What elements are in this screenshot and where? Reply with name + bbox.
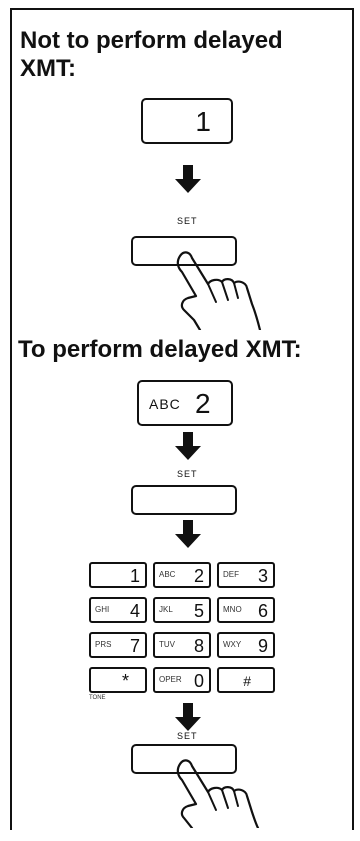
key-letters: GHI <box>95 605 110 614</box>
key-digit: 0 <box>193 671 204 691</box>
key-letters: TUV <box>159 640 175 649</box>
down-arrow-icon <box>175 520 201 548</box>
display-window-2: ABC 2 <box>137 380 233 426</box>
key-1[interactable]: 1 <box>89 562 147 588</box>
set-button-2[interactable] <box>131 485 237 515</box>
key-digit: 3 <box>257 566 268 586</box>
section1-title-line2: XMT: <box>20 55 76 82</box>
key-6[interactable]: MNO 6 <box>217 597 275 623</box>
key-star[interactable]: * <box>89 667 147 693</box>
set-label: SET <box>177 731 198 741</box>
key-letters: PRS <box>95 640 112 649</box>
key-letters: ABC <box>159 570 176 579</box>
display-value: 1 <box>195 106 211 137</box>
key-digit: * <box>121 671 129 691</box>
key-7[interactable]: PRS 7 <box>89 632 147 658</box>
key-digit: 5 <box>193 601 204 621</box>
key-digit: 7 <box>129 636 140 656</box>
pointing-hand-icon <box>176 251 262 330</box>
key-2[interactable]: ABC 2 <box>153 562 211 588</box>
display-window-1: 1 <box>141 98 233 144</box>
page-frame <box>10 8 354 830</box>
tone-label: TONE <box>89 695 106 701</box>
key-digit: 9 <box>257 636 268 656</box>
key-letters: JKL <box>159 605 173 614</box>
key-digit: 6 <box>257 601 268 621</box>
set-button-3[interactable] <box>131 744 237 774</box>
pointing-hand-icon <box>176 759 260 828</box>
key-0[interactable]: OPER 0 <box>153 667 211 693</box>
key-letters: WXY <box>223 640 242 649</box>
down-arrow-icon <box>175 165 201 193</box>
key-5[interactable]: JKL 5 <box>153 597 211 623</box>
down-arrow-icon <box>175 432 201 460</box>
display-letters: ABC <box>149 396 181 412</box>
key-letters: MNO <box>223 605 242 614</box>
key-8[interactable]: TUV 8 <box>153 632 211 658</box>
key-digit: 4 <box>129 601 140 621</box>
set-label: SET <box>177 469 198 479</box>
key-letters: OPER <box>159 675 182 684</box>
key-digit: 1 <box>129 566 140 586</box>
section1-title-line1: Not to perform delayed <box>20 27 283 54</box>
key-digit: 8 <box>193 636 204 656</box>
key-3[interactable]: DEF 3 <box>217 562 275 588</box>
key-4[interactable]: GHI 4 <box>89 597 147 623</box>
key-9[interactable]: WXY 9 <box>217 632 275 658</box>
down-arrow-icon <box>175 703 201 731</box>
key-digit: # <box>243 673 251 689</box>
set-button-1[interactable] <box>131 236 237 266</box>
display-value: 2 <box>195 388 211 419</box>
set-label: SET <box>177 216 198 226</box>
key-letters: DEF <box>223 570 239 579</box>
key-hash[interactable]: # <box>217 667 275 693</box>
key-digit: 2 <box>193 566 204 586</box>
section2-title: To perform delayed XMT: <box>18 336 302 363</box>
